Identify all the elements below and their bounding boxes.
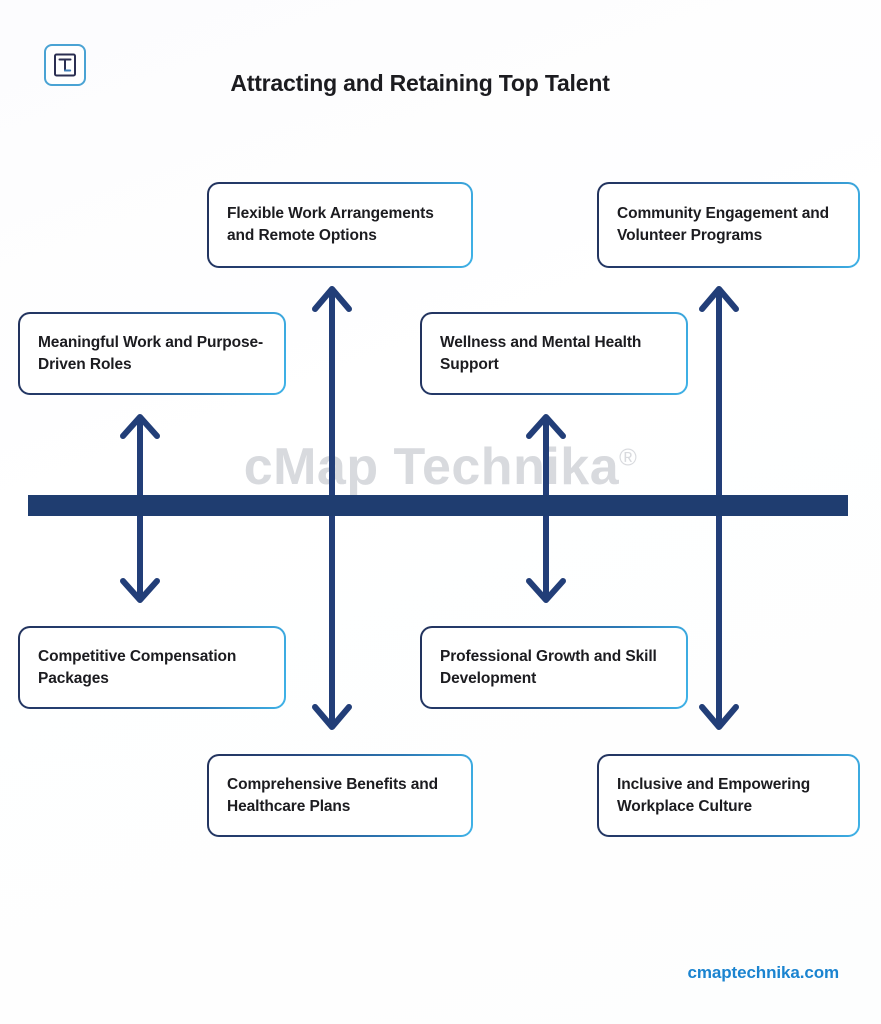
node-label: Community Engagement and Volunteer Progr…: [617, 205, 830, 244]
cmap-technika-logo-icon: [44, 44, 86, 86]
node-label: Comprehensive Benefits and Healthcare Pl…: [227, 775, 439, 815]
node-flexible-work[interactable]: Flexible Work Arrangements and Remote Op…: [207, 182, 473, 268]
node-professional-growth[interactable]: Professional Growth and Skill Developmen…: [420, 626, 688, 709]
node-meaningful-work[interactable]: Meaningful Work and Purpose-Driven Roles: [18, 312, 286, 395]
node-label: Wellness and Mental Health Support: [440, 333, 642, 373]
node-wellness-mental-health[interactable]: Wellness and Mental Health Support: [420, 312, 688, 395]
node-community-engagement[interactable]: Community Engagement and Volunteer Progr…: [597, 182, 860, 268]
watermark-text: cMap Technika: [243, 438, 620, 496]
node-comprehensive-benefits[interactable]: Comprehensive Benefits and Healthcare Pl…: [207, 754, 473, 837]
footer-website-link[interactable]: cmaptechnika.com: [687, 963, 840, 982]
page-title: Attracting and Retaining Top Talent: [230, 70, 610, 96]
node-label: Competitive Compensation Packages: [38, 647, 237, 687]
watermark-registered-icon: ®: [619, 444, 638, 472]
node-label: Inclusive and Empowering Workplace Cultu…: [617, 775, 811, 815]
node-inclusive-workplace-culture[interactable]: Inclusive and Empowering Workplace Cultu…: [597, 754, 860, 837]
node-label: Meaningful Work and Purpose-Driven Roles: [38, 333, 264, 373]
node-label: Professional Growth and Skill Developmen…: [440, 647, 657, 687]
node-label: Flexible Work Arrangements and Remote Op…: [227, 205, 434, 244]
timeline-bar: [28, 495, 848, 516]
watermark: cMap Technika®: [0, 437, 881, 497]
node-competitive-compensation[interactable]: Competitive Compensation Packages: [18, 626, 286, 709]
